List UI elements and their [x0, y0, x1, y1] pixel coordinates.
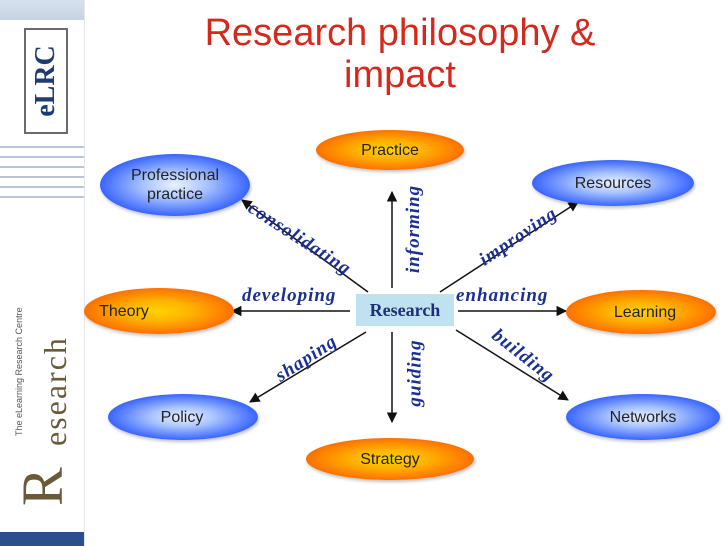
sidebar-top-strip — [0, 0, 84, 20]
node-resources: Resources — [532, 160, 694, 206]
center-node-research: Research — [356, 294, 454, 326]
sidebar-bottom-strip — [0, 532, 84, 546]
logo-letter-r: R — [10, 467, 75, 506]
node-professional-practice-label: Professional practice — [131, 166, 219, 204]
verb-enhancing: enhancing — [456, 285, 549, 306]
node-strategy: Strategy — [306, 438, 474, 480]
node-practice: Practice — [316, 130, 464, 170]
sidebar-divider — [0, 146, 84, 148]
sidebar: eLRC R esearch The eLearning Research Ce… — [0, 0, 85, 546]
node-practice-label: Practice — [361, 141, 419, 159]
node-resources-label: Resources — [574, 174, 652, 192]
sidebar-divider — [0, 196, 84, 198]
node-networks: Networks — [566, 394, 720, 440]
node-networks-label: Networks — [609, 408, 677, 426]
sidebar-divider — [0, 186, 84, 188]
sidebar-divider — [0, 166, 84, 168]
arrow-to-policy — [249, 331, 367, 403]
verb-developing: developing — [242, 285, 337, 306]
node-strategy-label: Strategy — [360, 450, 420, 468]
sidebar-divider — [0, 156, 84, 158]
node-learning-label: Learning — [613, 303, 677, 321]
title-line-2: impact — [344, 54, 456, 96]
node-policy: Policy — [108, 394, 258, 440]
node-policy-label: Policy — [160, 408, 204, 426]
sidebar-divider — [0, 176, 84, 178]
elrc-logo-frame — [24, 28, 68, 134]
node-theory: Theory — [84, 288, 234, 334]
verb-informing: informing — [403, 184, 425, 274]
node-professional-practice-line-1: Professional — [130, 167, 220, 184]
arrow-to-professional-practice — [241, 199, 369, 293]
arrow-to-resources — [439, 201, 579, 293]
node-theory-label: Theory — [99, 302, 149, 320]
verb-guiding: guiding — [404, 339, 426, 407]
research-centre-logo: R esearch The eLearning Research Centre — [10, 307, 75, 506]
arrow-to-networks — [455, 329, 569, 401]
logo-subtitle: The eLearning Research Centre — [14, 307, 24, 436]
title-line-1: Research philosophy & — [204, 12, 596, 54]
logo-word: esearch — [37, 336, 73, 446]
center-node-label: Research — [369, 299, 441, 320]
node-professional-practice: Professional practice — [100, 154, 250, 216]
page-title: Research philosophy & impact — [140, 12, 660, 96]
node-professional-practice-line-2: practice — [146, 186, 203, 203]
node-learning: Learning — [566, 290, 716, 334]
